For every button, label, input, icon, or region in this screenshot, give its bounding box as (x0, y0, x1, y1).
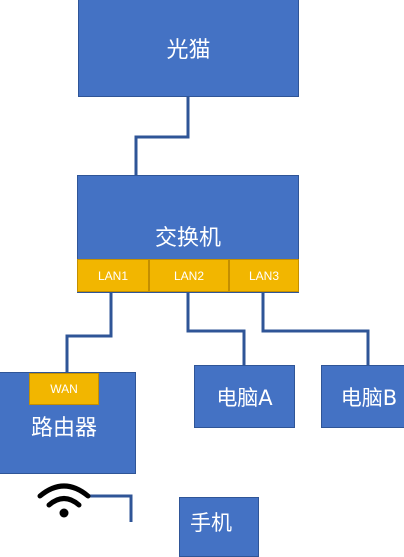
switch-label: 交换机 (154, 226, 221, 251)
pc-a-node: 电脑A (194, 365, 295, 428)
wire-lan1-router (65, 291, 113, 374)
router-wan-port: WAN (29, 373, 99, 405)
wire-lan2-pc-a (186, 291, 246, 366)
pc-a-label: 电脑A (216, 385, 273, 410)
wifi-icon (37, 483, 91, 518)
pc-b-label: 电脑B (340, 385, 398, 410)
modem-node: 光猫 (78, 0, 299, 97)
modem-label: 光猫 (166, 38, 211, 63)
phone-label: 手机 (190, 511, 232, 535)
wire-lan3-pc-b (261, 291, 370, 366)
phone-node: 手机 (179, 497, 259, 557)
switch-port-lan3: LAN3 (229, 259, 299, 292)
wire-router-phone (90, 494, 133, 522)
pc-b-node: 电脑B (321, 365, 404, 428)
router-label: 路由器 (30, 416, 97, 441)
wire-modem-switch (134, 96, 190, 176)
switch-port-lan1: LAN1 (77, 259, 149, 292)
switch-port-lan2: LAN2 (149, 259, 229, 292)
connection-lines (65, 96, 370, 522)
